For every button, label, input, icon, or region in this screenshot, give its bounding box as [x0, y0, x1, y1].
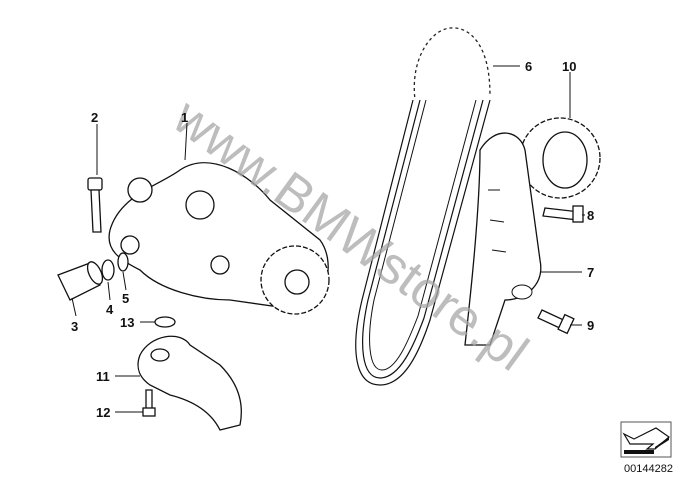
label-2: 2: [91, 110, 98, 125]
label-11: 11: [96, 369, 110, 384]
label-10: 10: [562, 59, 576, 74]
o-ring-5: [117, 252, 129, 272]
document-number: 00144282: [624, 463, 673, 475]
label-3: 3: [71, 319, 78, 334]
chain: [355, 26, 491, 386]
label-4: 4: [106, 302, 114, 317]
label-6: 6: [525, 59, 532, 74]
bolt-2: [87, 177, 103, 233]
bolt-8: [542, 205, 584, 223]
bolt-9: [537, 309, 575, 335]
o-ring-13: [154, 316, 176, 328]
oil-pump: [108, 162, 330, 315]
callouts: 1 2 3 4 5 6 7 8 9 10 11 12 13: [71, 59, 594, 420]
arrow-direction-icon: [620, 421, 672, 458]
bolt-12: [142, 389, 156, 417]
sprocket: [519, 117, 601, 199]
sleeve-3: [57, 261, 104, 301]
oil-pickup-bracket: [137, 335, 242, 431]
label-13: 13: [120, 315, 134, 330]
washer-4: [101, 259, 115, 281]
label-8: 8: [587, 208, 594, 223]
label-5: 5: [122, 291, 129, 306]
tensioner-rail: [464, 132, 542, 346]
label-9: 9: [587, 318, 594, 333]
label-7: 7: [587, 265, 594, 280]
label-1: 1: [181, 110, 188, 125]
label-12: 12: [96, 405, 110, 420]
